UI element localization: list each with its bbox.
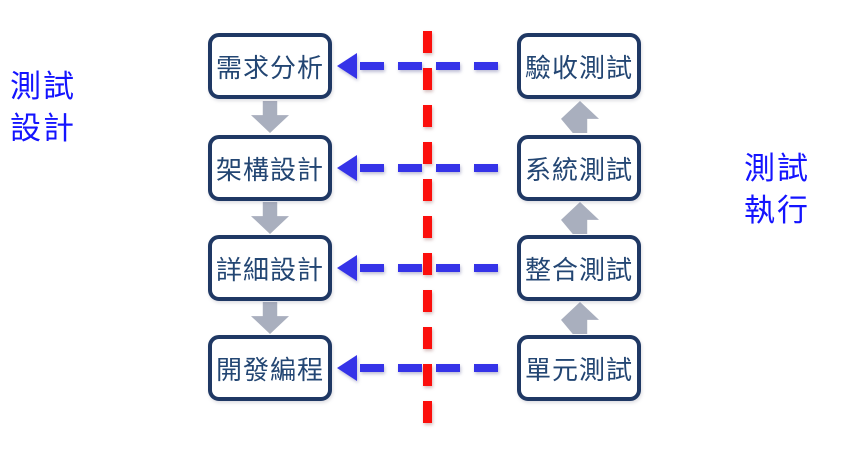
test-execution-label-line2: 執行: [744, 193, 810, 228]
red-dashed-divider-line: [423, 31, 432, 425]
requirements-analysis-box: 需求分析: [208, 33, 332, 99]
down-arrow-icon: [251, 101, 289, 133]
dashed-left-arrow: [337, 53, 507, 79]
arrowhead-left-icon: [337, 355, 357, 381]
dashed-left-arrow: [337, 255, 507, 281]
down-arrow-icon: [251, 202, 289, 234]
detailed-design-box: 詳細設計: [208, 235, 332, 301]
test-design-label-line2: 設計: [10, 111, 76, 146]
test-design-label: 測試 設計: [10, 66, 76, 150]
dashed-line: [360, 164, 507, 172]
arrowhead-left-icon: [337, 53, 357, 79]
test-execution-label-line1: 測試: [744, 151, 810, 186]
dashed-line: [360, 364, 507, 372]
down-arrow-icon: [251, 302, 289, 334]
arrowhead-left-icon: [337, 255, 357, 281]
up-arrow-icon: [561, 202, 599, 234]
dashed-left-arrow: [337, 355, 507, 381]
unit-test-box: 單元測試: [517, 335, 641, 401]
system-test-box: 系統測試: [517, 135, 641, 201]
integration-test-box: 整合測試: [517, 235, 641, 301]
dashed-line: [360, 264, 507, 272]
test-execution-label: 測試 執行: [744, 148, 810, 232]
development-coding-box: 開發編程: [208, 335, 332, 401]
up-arrow-icon: [561, 101, 599, 133]
architecture-design-box: 架構設計: [208, 135, 332, 201]
acceptance-test-box: 驗收測試: [517, 33, 641, 99]
test-design-label-line1: 測試: [10, 69, 76, 104]
up-arrow-icon: [561, 302, 599, 334]
dashed-left-arrow: [337, 155, 507, 181]
dashed-line: [360, 62, 507, 70]
arrowhead-left-icon: [337, 155, 357, 181]
